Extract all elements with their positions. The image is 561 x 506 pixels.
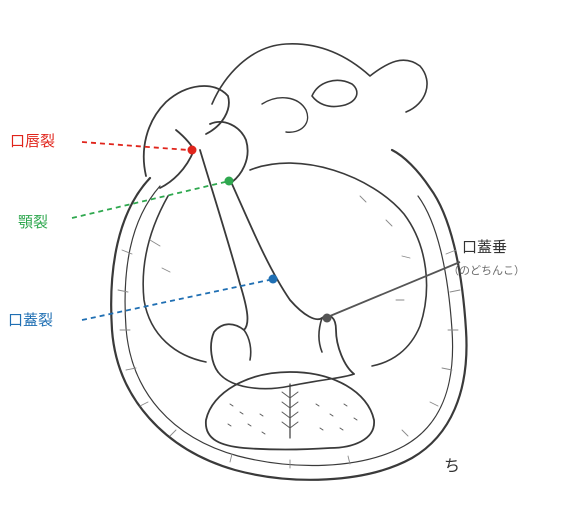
cleft-jaw-label: 顎裂 (18, 215, 48, 230)
right-alveolar-ridge (250, 163, 427, 366)
left-palatal-shelf (200, 150, 247, 372)
cleft-jaw-marker (225, 177, 234, 186)
cleft-palate-marker (269, 275, 278, 284)
cleft-lip-marker (188, 146, 197, 155)
uvula-sublabel: （のどちんこ） (448, 262, 525, 278)
tongue-texture (228, 392, 357, 434)
cleft-lip-left-edge (160, 130, 194, 188)
cleft-lip-right-edge (210, 122, 248, 182)
outer-lip-outline (111, 150, 466, 480)
cleft-lip-leader (82, 142, 188, 150)
uvula-label: 口蓋垂 (462, 240, 507, 255)
left-alveolar-ridge (143, 196, 206, 362)
cleft-jaw-leader (72, 182, 225, 218)
artist-signature: ち (444, 452, 460, 476)
uvula-left-half (244, 330, 251, 360)
nose-left (144, 86, 229, 176)
nostril-right (312, 80, 357, 106)
uvula-marker (323, 314, 332, 323)
uvula-leader (330, 262, 460, 316)
outer-lip-inner-edge (125, 186, 453, 465)
cleft-lip-label: 口唇裂 (10, 134, 55, 149)
cleft-palate-leader (82, 280, 269, 320)
cleft-palate-label: 口蓋裂 (8, 313, 53, 328)
nose-right-curl (262, 98, 308, 133)
uvula-right-half (319, 318, 322, 352)
nose-top (212, 44, 427, 112)
